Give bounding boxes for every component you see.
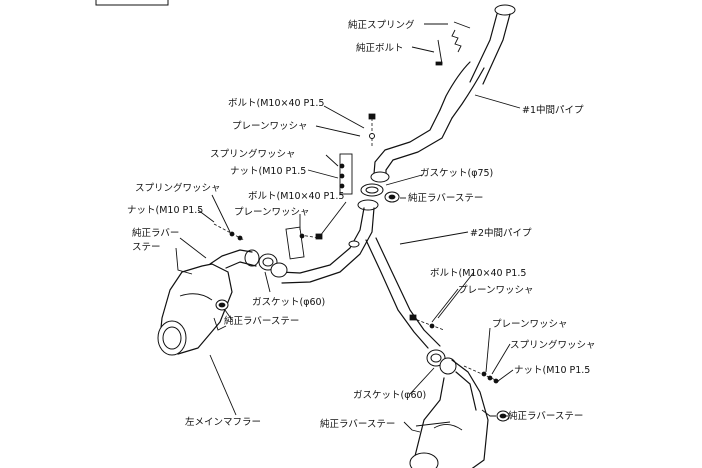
corner-box — [95, 0, 169, 6]
label-gasket-60-b: ガスケット(φ60) — [353, 390, 426, 401]
label-spring-washer-c: スプリングワッシャ — [510, 339, 596, 351]
label-pipe-2: #2中間パイプ — [470, 227, 532, 239]
label-genuine-bolt-top: 純正ボルト — [356, 42, 404, 54]
left-muffler-drawing — [157, 247, 257, 356]
label-bolt-m10x40-c: ボルト(M10×40 P1.5 — [430, 268, 526, 279]
label-nut-c: ナット(M10 P1.5 — [514, 365, 590, 376]
label-pipe-1: #1中間パイプ — [522, 104, 584, 116]
label-nut-b: ナット(M10 P1.5 — [127, 205, 203, 216]
label-bolt-m10x40-b: ボルト(M10×40 P1.5 — [248, 191, 344, 202]
center-bolt-stack — [339, 113, 376, 195]
part-labels: 純正スプリング 純正ボルト #1中間パイプ ボルト(M10×40 P1.5 プレ… — [127, 19, 596, 430]
label-nut-a: ナット(M10 P1.5 — [230, 166, 306, 177]
label-spring-washer-a: スプリングワッシャ — [210, 148, 296, 160]
label-spring-washer-b: スプリングワッシャ — [135, 182, 221, 194]
label-rubber-stay-left-line1: 純正ラバー — [132, 227, 179, 239]
label-plain-washer-a: プレーンワッシャ — [232, 121, 308, 132]
label-rubber-stay-left-line2: ステー — [132, 242, 161, 253]
label-gasket-75: ガスケット(φ75) — [420, 168, 493, 179]
label-rubber-stay-a: 純正ラバーステー — [408, 192, 483, 204]
pipe-1-drawing — [370, 4, 516, 183]
top-spring-bolt — [435, 21, 471, 66]
label-rubber-stay-c: 純正ラバーステー — [320, 418, 395, 430]
label-genuine-spring-top: 純正スプリング — [348, 19, 415, 31]
label-gasket-60-a: ガスケット(φ60) — [252, 297, 325, 308]
label-rubber-stay-d: 純正ラバーステー — [508, 410, 583, 422]
pipe-2-drawing — [279, 207, 441, 349]
label-left-main-muffler: 左メインマフラー — [185, 416, 261, 428]
label-bolt-m10x40-a: ボルト(M10×40 P1.5 — [228, 98, 324, 109]
label-plain-washer-b: プレーンワッシャ — [234, 207, 310, 218]
label-rubber-stay-b: 純正ラバーステー — [224, 315, 299, 327]
leader-lines — [179, 23, 521, 427]
label-plain-washer-d: プレーンワッシャ — [492, 319, 568, 330]
joint-gasket-75 — [357, 183, 400, 211]
right-muffler-drawing — [403, 314, 510, 468]
label-plain-washer-c: プレーンワッシャ — [458, 285, 534, 296]
left-joint-gaskets — [213, 223, 323, 278]
